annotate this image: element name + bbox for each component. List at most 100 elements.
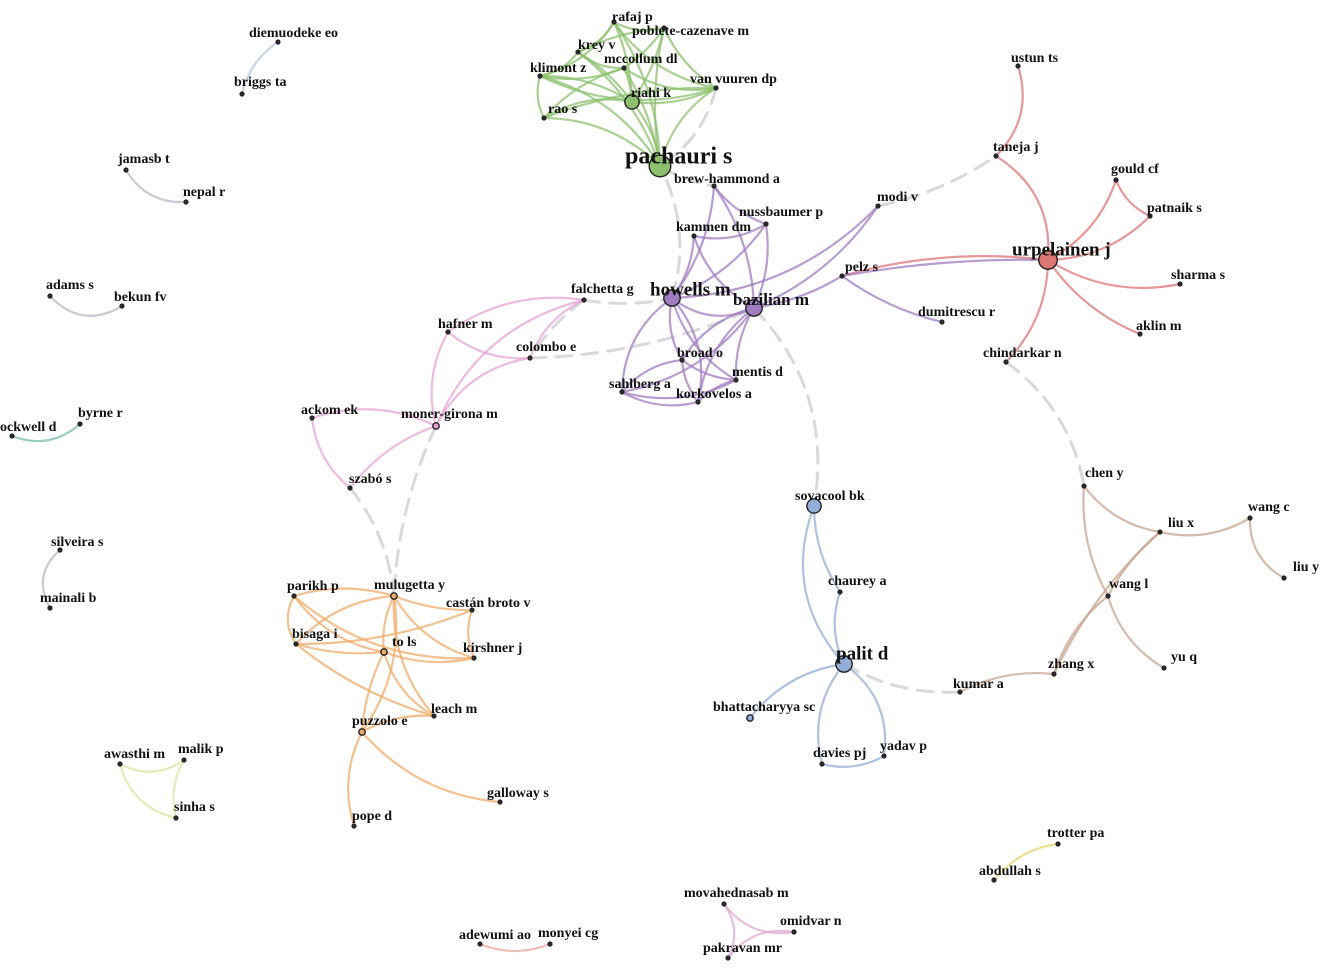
node-parikh[interactable] [291, 593, 297, 599]
node-bekun[interactable] [119, 303, 125, 309]
node-malik[interactable] [181, 757, 187, 763]
node-nussbaumer[interactable] [763, 221, 769, 227]
node-silveira[interactable] [57, 547, 63, 553]
node-riahi[interactable] [624, 94, 640, 110]
node-movahednasab[interactable] [721, 901, 727, 907]
node-cheny[interactable] [1081, 483, 1087, 489]
node-yadav[interactable] [881, 753, 887, 759]
node-mainali[interactable] [47, 605, 53, 611]
label-monyei: monyei cg [538, 926, 598, 941]
node-wangl[interactable] [1105, 593, 1111, 599]
label-pachauri: pachauri s [625, 143, 732, 169]
node-gould[interactable] [1113, 177, 1119, 183]
node-yuq[interactable] [1161, 665, 1167, 671]
node-sahlberg[interactable] [619, 389, 625, 395]
node-kumar[interactable] [957, 689, 963, 695]
node-bhattacharyya[interactable] [746, 714, 754, 722]
node-puzzolo[interactable] [358, 728, 366, 736]
node-mulugetta[interactable] [390, 592, 398, 600]
node-urpelainen[interactable] [1038, 250, 1058, 270]
node-howells[interactable] [663, 289, 681, 307]
node-ackom[interactable] [309, 415, 315, 421]
label-bhattacharyya: bhattacharyya sc [713, 700, 815, 715]
node-raos[interactable] [541, 115, 547, 121]
link-bazilian-brewhammond [712, 184, 756, 310]
link-mccollum-poblete [622, 26, 666, 70]
node-hafner[interactable] [445, 329, 451, 335]
label-liuy: liu y [1293, 560, 1319, 575]
node-tols[interactable] [380, 648, 388, 656]
node-abdullah[interactable] [991, 877, 997, 883]
node-chindarkar[interactable] [1003, 359, 1009, 365]
node-ustun[interactable] [1015, 63, 1021, 69]
node-krey[interactable] [575, 49, 581, 55]
node-colombo[interactable] [527, 355, 533, 361]
link-castan-kirshner [467, 608, 476, 660]
node-leach[interactable] [431, 713, 437, 719]
node-sharma[interactable] [1177, 281, 1183, 287]
label-mainali: mainali b [40, 591, 97, 606]
node-patnaik[interactable] [1147, 213, 1153, 219]
node-sovacool[interactable] [806, 498, 822, 514]
node-wangc[interactable] [1247, 515, 1253, 521]
label-nepal: nepal r [183, 185, 225, 200]
node-kirshner[interactable] [471, 655, 477, 661]
node-ockwell[interactable] [9, 433, 15, 439]
node-jamasb[interactable] [123, 167, 129, 173]
node-adewumi[interactable] [477, 941, 483, 947]
node-galloway[interactable] [497, 799, 503, 805]
node-palit[interactable] [835, 655, 853, 673]
node-aklin[interactable] [1137, 331, 1143, 337]
node-pachauri[interactable] [648, 154, 672, 178]
node-mccollum[interactable] [621, 65, 627, 71]
link-silveira-mainali [41, 548, 62, 610]
node-modi[interactable] [875, 203, 881, 209]
label-castan: castán broto v [446, 596, 531, 611]
node-trotter[interactable] [1055, 841, 1061, 847]
node-byrne[interactable] [77, 421, 83, 427]
link-palit-davies [816, 662, 846, 766]
node-nepal[interactable] [183, 199, 189, 205]
node-pope[interactable] [351, 823, 357, 829]
node-brewhammond[interactable] [711, 183, 717, 189]
node-diemuodeke[interactable] [275, 39, 281, 45]
node-sinha[interactable] [173, 815, 179, 821]
node-mentis[interactable] [733, 377, 739, 383]
node-vanvuuren[interactable] [713, 85, 719, 91]
node-taneja[interactable] [993, 153, 999, 159]
node-szabo[interactable] [347, 485, 353, 491]
node-klimont[interactable] [537, 73, 543, 79]
link-wangc-liuy [1248, 516, 1286, 580]
node-rafaj[interactable] [611, 19, 617, 25]
label-mulugetta: mulugetta y [374, 578, 445, 593]
link-hafner-monergirona [430, 330, 450, 428]
node-pelz[interactable] [839, 273, 845, 279]
node-davies[interactable] [819, 761, 825, 767]
node-omidvar[interactable] [791, 929, 797, 935]
link-howells-sahlberg [620, 296, 674, 394]
node-kammen[interactable] [691, 233, 697, 239]
node-bazilian[interactable] [745, 299, 763, 317]
node-chaurey[interactable] [837, 589, 843, 595]
node-pakravan[interactable] [725, 955, 731, 961]
node-dumitrescu[interactable] [939, 319, 945, 325]
node-bisaga[interactable] [293, 641, 299, 647]
link-ackom-szabo [310, 416, 352, 490]
node-liux[interactable] [1157, 529, 1163, 535]
link-jamasb-nepal [124, 168, 188, 204]
node-castan[interactable] [469, 607, 475, 613]
node-briggs[interactable] [239, 91, 245, 97]
link-howells-nussbaumer [670, 222, 768, 300]
node-falchetta[interactable] [581, 297, 587, 303]
node-monergirona[interactable] [432, 422, 440, 430]
node-zhangx[interactable] [1051, 671, 1057, 677]
node-awasthi[interactable] [117, 761, 123, 767]
node-monyei[interactable] [547, 941, 553, 947]
link-falchetta-howells [582, 296, 674, 305]
node-poblete[interactable] [661, 25, 667, 31]
node-adams[interactable] [47, 293, 53, 299]
node-liuy[interactable] [1281, 575, 1287, 581]
node-broad[interactable] [679, 357, 685, 363]
node-korkovelos[interactable] [695, 399, 701, 405]
